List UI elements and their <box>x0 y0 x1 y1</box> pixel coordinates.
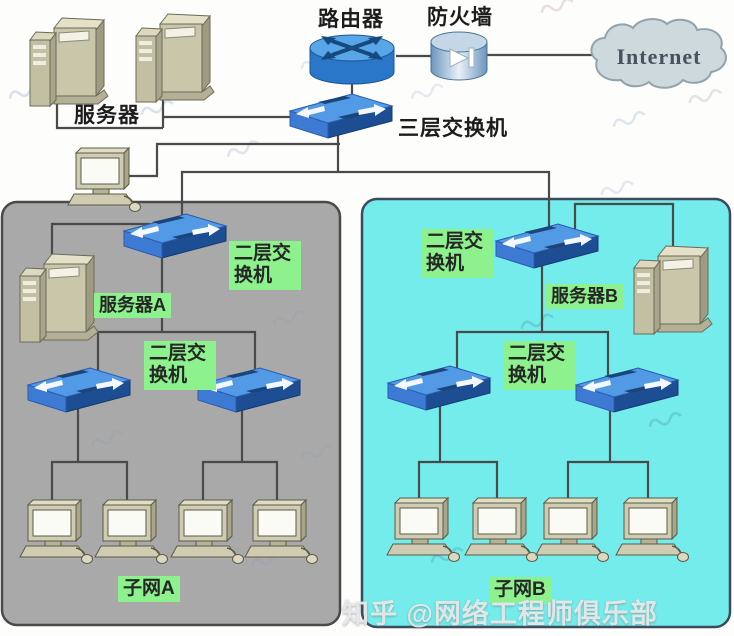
server-group-label: 服务器 <box>74 104 140 127</box>
router-label: 路由器 <box>318 8 384 31</box>
subnet-a-server-label: 服务器A <box>94 293 171 319</box>
core-l3-switch-icon <box>289 93 393 139</box>
zhihu-watermark: 知乎 @网络工程师俱乐部 <box>342 599 658 629</box>
subnet-a-floor-switch-label: 二层交换机 <box>144 341 216 390</box>
firewall-icon <box>430 31 488 81</box>
connection-lines <box>50 53 675 506</box>
subnet-b-floor-switch-label: 二层交换机 <box>503 341 575 390</box>
internet-cloud: Internet <box>590 18 727 89</box>
firewall-label: 防火墙 <box>427 6 493 29</box>
core-switch-label: 三层交换机 <box>398 117 508 140</box>
subnet-a-name-label: 子网A <box>118 576 180 603</box>
subnet-b-server-label: 服务器B <box>546 284 623 310</box>
subnet-a-access-switch-label: 二层交换机 <box>229 241 301 290</box>
server-tower-icon <box>29 17 109 107</box>
internet-label: Internet <box>617 44 702 69</box>
subnet-b-name-label: 子网B <box>489 577 551 604</box>
router-icon <box>308 33 396 86</box>
subnet-b-access-switch-label: 二层交换机 <box>421 229 493 278</box>
server-tower-icon <box>135 13 215 103</box>
admin-computer-icon <box>67 147 142 213</box>
